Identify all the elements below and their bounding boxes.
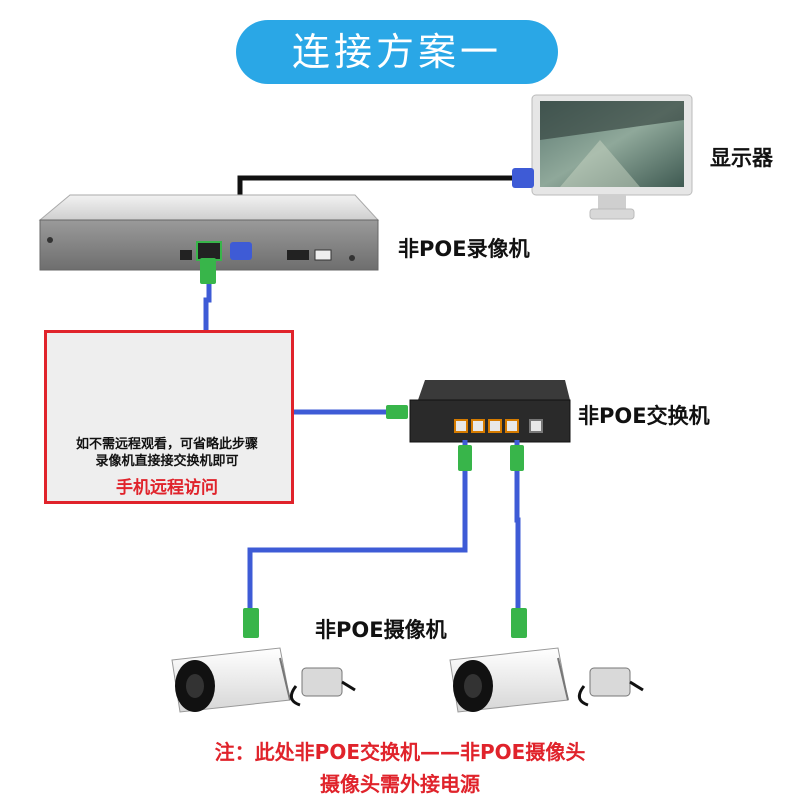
rj45-plug [458,445,472,471]
switch-device [409,380,571,443]
remote-note-line1: 如不需远程观看，可省略此步骤 [75,437,258,452]
remote-access-title: 手机远程访问 [116,478,218,498]
remote-access-box [44,330,294,504]
switch-camera2-cable [514,440,521,610]
remote-access-note: 如不需远程观看，可省略此步骤 录像机直接接交换机即可 [50,436,284,470]
switch-camera1-cable [247,440,468,610]
nvr-label: 非POE录像机 [398,237,530,261]
rj45-plug [510,445,524,471]
rj45-plug [200,258,216,284]
monitor [531,94,693,220]
camera-label: 非POE摄像机 [315,618,447,642]
rj45-plug [243,608,259,638]
rj45-plug [511,608,527,638]
footnote-line2: 摄像头需外接电源 [320,772,480,796]
camera-2 [449,647,644,713]
page-title: 连接方案一 [236,20,558,84]
monitor-label: 显示器 [710,146,773,170]
switch-label: 非POE交换机 [578,404,710,428]
camera-1 [171,647,356,713]
footnote-line1: 注：此处非POE交换机——非POE摄像头 [214,740,586,764]
rj45-plug [386,405,408,419]
vga-connector-monitor [512,168,534,188]
remote-note-line2: 录像机直接接交换机即可 [95,454,239,469]
